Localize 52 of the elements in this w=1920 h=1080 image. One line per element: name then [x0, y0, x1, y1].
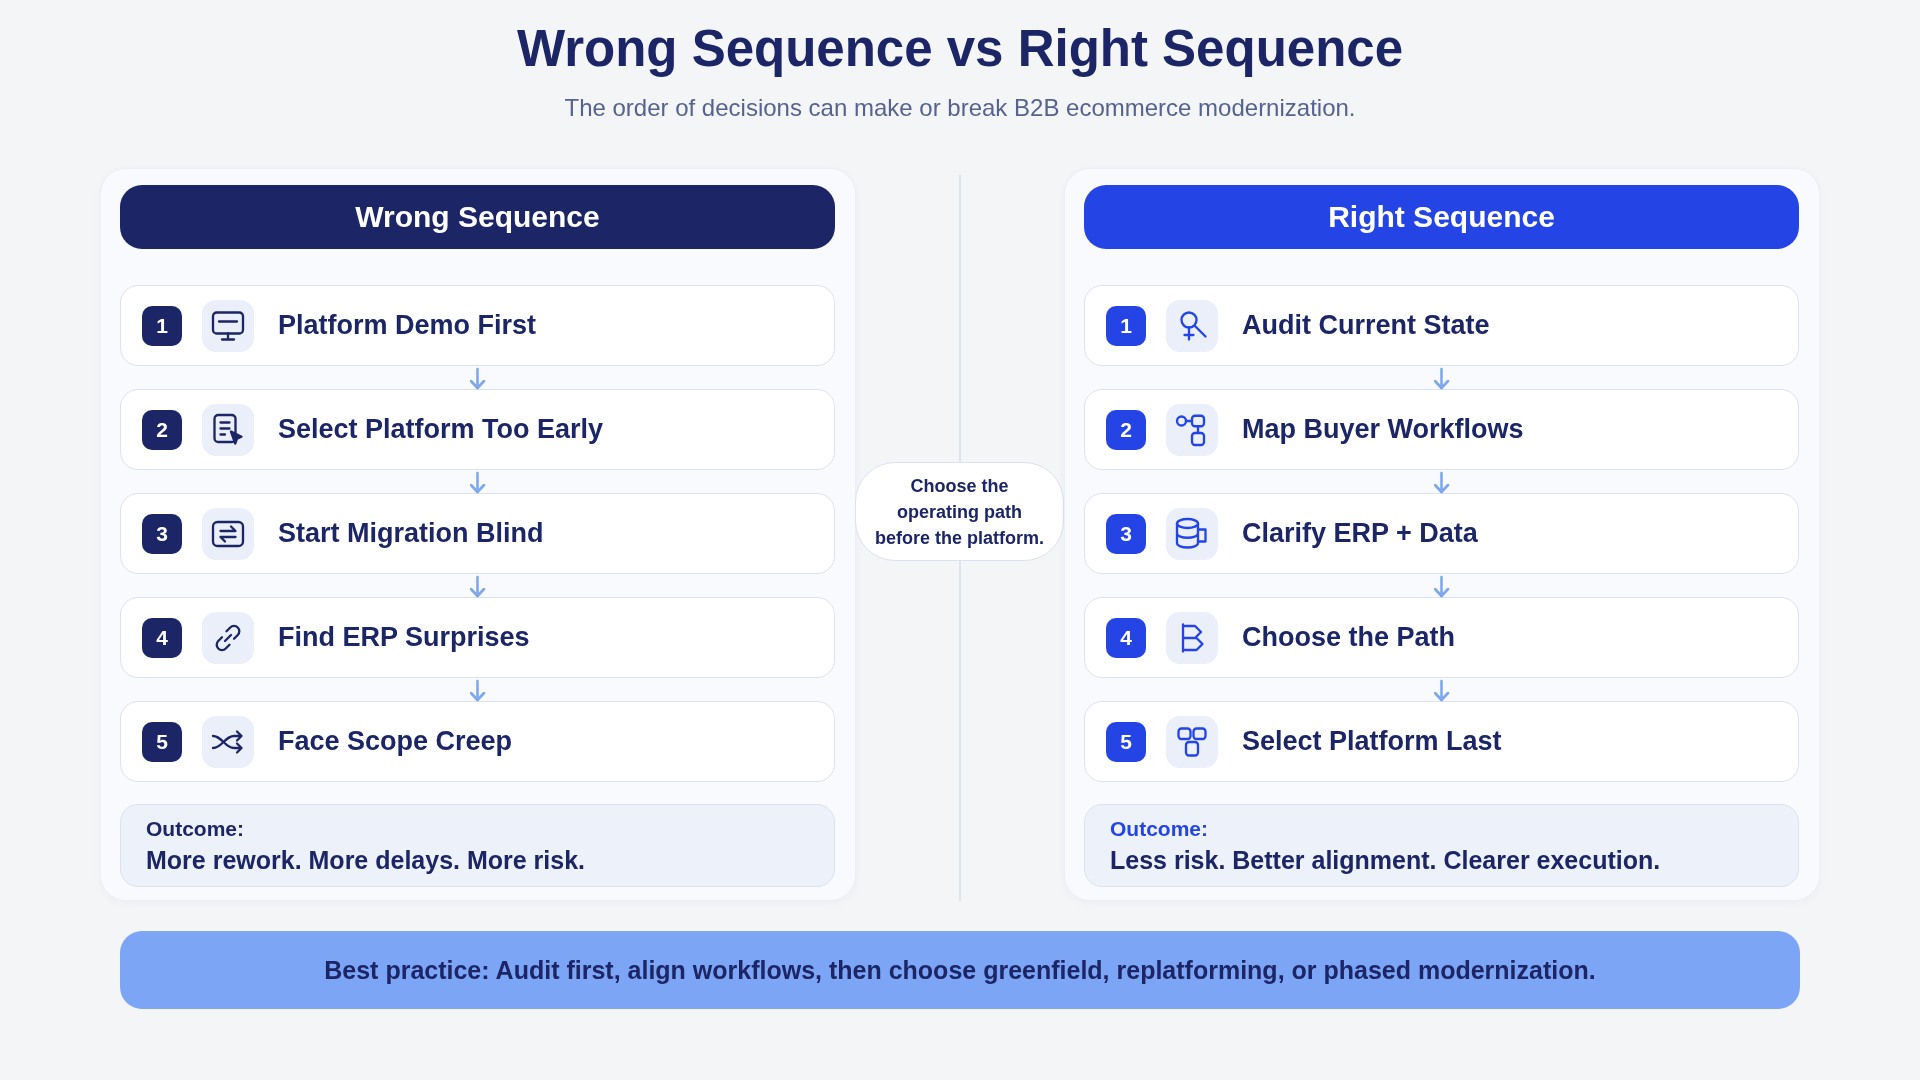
- number-badge: 2: [1106, 409, 1146, 450]
- step-box: [120, 493, 835, 574]
- step-box: [120, 285, 835, 366]
- step-box: [1084, 285, 1799, 366]
- outcome-label: Outcome:: [1110, 816, 1208, 841]
- arrow: [469, 367, 486, 390]
- arrow: [1433, 679, 1450, 702]
- step-title: Find ERP Surprises: [278, 622, 530, 653]
- number-badge: 1: [1106, 305, 1146, 346]
- number-badge: 3: [142, 513, 182, 554]
- best-practice-banner: Best practice: Audit first, align workflows, then choose greenfield, replatforming, or phased modernization.: [120, 931, 1800, 1009]
- number-badge: 4: [1106, 617, 1146, 658]
- subtitle: The order of decisions can make or break B2B ecommerce modernization.: [564, 94, 1356, 121]
- step-title: Platform Demo First: [278, 310, 537, 341]
- arrow: [469, 471, 486, 494]
- step-box: [1084, 389, 1799, 470]
- number-badge: 3: [1106, 513, 1146, 554]
- arrow: [1433, 471, 1450, 494]
- number-badge: 5: [1106, 721, 1146, 762]
- sequence-panel: [100, 168, 856, 901]
- step-box: [120, 701, 835, 782]
- outcome-text: Less risk. Better alignment. Clearer execution.: [1110, 845, 1661, 875]
- arrow: [469, 575, 486, 598]
- outcome-text: More rework. More delays. More risk.: [146, 845, 586, 875]
- step-title: Select Platform Too Early: [278, 414, 604, 445]
- step-box: [1084, 597, 1799, 678]
- title: Wrong Sequence vs Right Sequence: [516, 20, 1404, 77]
- outcome-label: Outcome:: [146, 816, 244, 841]
- step-title: Choose the Path: [1242, 622, 1456, 653]
- outcome-box: [1084, 804, 1799, 887]
- step-box: [120, 597, 835, 678]
- number-badge: 5: [142, 721, 182, 762]
- header-bar: Right Sequence: [1084, 185, 1799, 249]
- step-box: [120, 389, 835, 470]
- step-box: [1084, 493, 1799, 574]
- step-title: Map Buyer Workflows: [1242, 414, 1524, 445]
- step-title: Select Platform Last: [1242, 726, 1502, 757]
- sequence-panel: [1064, 168, 1820, 901]
- number-badge: 2: [142, 409, 182, 450]
- step-title: Audit Current State: [1242, 310, 1490, 341]
- header-bar: Wrong Sequence: [120, 185, 835, 249]
- callout-box: Choose the operating path before the platform.: [855, 462, 1064, 561]
- step-title: Face Scope Creep: [278, 726, 513, 757]
- number-badge: 1: [142, 305, 182, 346]
- step-box: [1084, 701, 1799, 782]
- arrow: [469, 679, 486, 702]
- arrow: [1433, 575, 1450, 598]
- step-title: Clarify ERP + Data: [1242, 518, 1478, 549]
- outcome-box: [120, 804, 835, 887]
- arrow: [1433, 367, 1450, 390]
- number-badge: 4: [142, 617, 182, 658]
- step-title: Start Migration Blind: [278, 518, 544, 549]
